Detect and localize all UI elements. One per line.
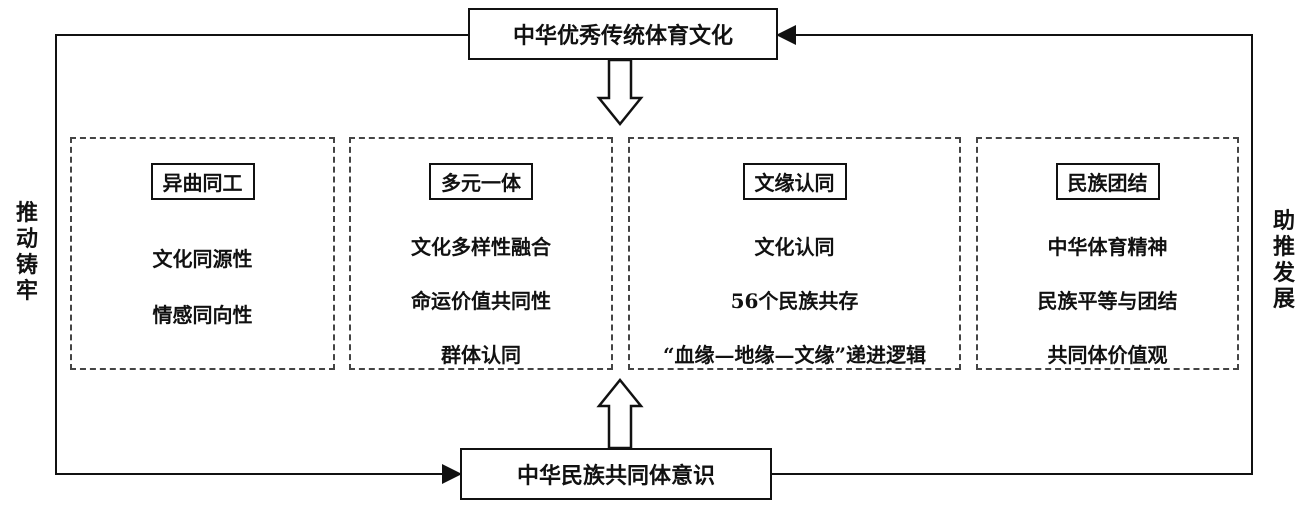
left-label: 推动铸牢	[15, 200, 38, 304]
panel-title: 民族团结	[1055, 163, 1160, 200]
panel-item: 共同体价值观	[1047, 343, 1168, 367]
panel-title: 文缘认同	[742, 163, 847, 200]
panel-yiqutonggong: 异曲同工 文化同源性 情感同向性	[70, 137, 335, 370]
panel-minzutuanjie: 民族团结 中华体育精神 民族平等与团结 共同体价值观	[976, 137, 1239, 370]
panel-item: 群体认同	[441, 343, 521, 367]
bottom-box: 中华民族共同体意识	[460, 448, 772, 500]
top-box: 中华优秀传统体育文化	[468, 8, 778, 60]
panel-item: 民族平等与团结	[1037, 289, 1178, 313]
panel-title: 多元一体	[429, 163, 533, 200]
panel-item: 情感同向性	[152, 303, 253, 327]
panel-title: 异曲同工	[150, 163, 255, 200]
left-loop-arrow	[55, 34, 468, 484]
panel-item: 文化多样性融合	[411, 235, 551, 259]
panel-item: 56个民族共存	[730, 289, 859, 313]
right-label: 助推发展	[1272, 208, 1295, 312]
panel-item: 命运价值共同性	[411, 289, 551, 313]
panel-wenyuanrentong: 文缘认同 文化认同 56个民族共存 “血缘—地缘—文缘”递进逻辑	[628, 137, 961, 370]
right-loop-arrow	[772, 25, 1253, 475]
up-hollow-arrow	[596, 378, 644, 450]
down-hollow-arrow	[596, 58, 644, 126]
panel-item: 文化同源性	[152, 247, 253, 271]
panel-item: 中华体育精神	[1047, 235, 1168, 259]
panel-duoyuanyiti: 多元一体 文化多样性融合 命运价值共同性 群体认同	[349, 137, 613, 370]
panel-item: 文化认同	[754, 235, 835, 259]
panel-item: “血缘—地缘—文缘”递进逻辑	[662, 343, 926, 367]
